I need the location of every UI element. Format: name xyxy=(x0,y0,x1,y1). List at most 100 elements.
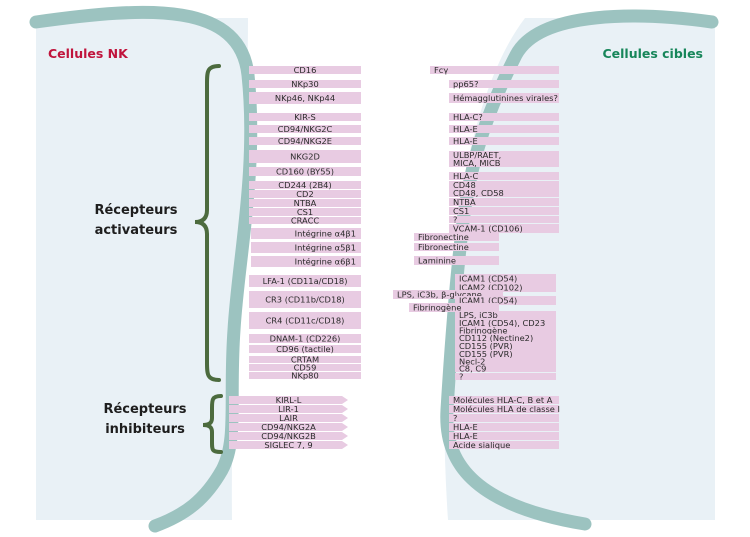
inhibitory-ligand-bar: Acide sialique xyxy=(449,440,559,450)
receptor-bar: CRTAM xyxy=(249,355,361,365)
ligand-bar-label: CD112 (Nectine2) xyxy=(459,333,533,343)
inhibitory-ligand-bar-shape xyxy=(449,414,559,422)
inhibitory-ligand-bar-shape xyxy=(449,432,559,440)
ligand-bar-label: ICAM2 (CD102) xyxy=(459,283,522,293)
ligand-bar-shape xyxy=(455,350,556,358)
ligand-bar-label: HLA-C xyxy=(453,171,479,181)
ligand-bar: ICAM1 (CD54) xyxy=(455,296,556,306)
receptor-bar-label: DNAM-1 (CD226) xyxy=(270,334,341,344)
receptor-bar-shape xyxy=(249,372,361,379)
receptor-bar: CD16 xyxy=(249,65,361,75)
inhibitory-ligand-bar: HLA-E xyxy=(449,431,559,441)
ligand-bar-shape xyxy=(449,198,559,206)
receptor-bar-shape xyxy=(249,312,361,329)
receptor-bar-shape xyxy=(249,208,361,216)
ligand-bar: HLA-E xyxy=(449,136,559,146)
ligand-bar-label: Fibronectine xyxy=(418,232,469,242)
ligand-bar: CD155 (PVR) xyxy=(455,349,556,359)
inhibitory-receptor-bar-shape xyxy=(229,441,348,449)
ligand-bar-shape xyxy=(449,151,559,159)
ligand-bar-label: MICA, MICB xyxy=(453,158,501,168)
ligand-bar: Fibronectine xyxy=(414,232,499,242)
ligand-bar: CS1 xyxy=(449,206,559,216)
receptor-bar: CD2 xyxy=(249,189,361,199)
receptor-bar-label: NKp80 xyxy=(291,371,318,381)
ligand-bar-label: CD48 xyxy=(453,180,476,190)
receptor-bar-label: CD16 xyxy=(294,65,317,75)
receptor-bar-label: Intégrine α4β1 xyxy=(295,229,356,239)
inhibitory-ligand-bar-label: HLA-E xyxy=(453,422,478,432)
ligand-bar-shape xyxy=(455,283,556,292)
inhibitory-receptor-bar-shape xyxy=(229,423,348,431)
receptor-bar: Intégrine α6β1 xyxy=(251,256,361,267)
ligand-bar-label: Fibrinogène xyxy=(459,326,508,336)
ligand-bar-shape xyxy=(455,274,556,283)
inhibitory-receptor-bar-shape xyxy=(229,432,348,440)
inhibitory-ligand-bar-shape xyxy=(449,405,559,413)
ligand-bar-label: pp65? xyxy=(453,79,479,89)
receptor-bar: NKp30 xyxy=(249,79,361,89)
inhibitory-receptor-bar: LAIR xyxy=(229,413,348,423)
receptor-bar-label: CD160 (BY55) xyxy=(276,167,334,177)
ligand-bar-label: LPS, iC3b, β-glycane xyxy=(397,290,482,300)
ligand-bar: HLA-C? xyxy=(449,112,559,122)
receptor-bar-label: CD96 (tactile) xyxy=(276,344,334,354)
ligand-bar-shape xyxy=(455,334,556,342)
ligand-bar-shape xyxy=(449,181,559,189)
ligand-bar-label: HLA-E xyxy=(453,136,478,146)
receptor-bar-label: NKp46, NKp44 xyxy=(275,93,335,103)
ligand-bar-label: Necl-2 xyxy=(459,357,485,367)
ligand-bar: CD155 (PVR) xyxy=(455,341,556,351)
receptor-bar-label: CD244 (2B4) xyxy=(278,180,331,190)
receptor-bar-label: CS1 xyxy=(297,207,313,217)
ligand-bar-label: ICAM1 (CD54) xyxy=(459,296,517,306)
receptor-bar-label: NKp30 xyxy=(291,79,318,89)
ligand-bar-shape xyxy=(409,303,499,312)
receptor-bar: CR4 (CD11c/CD18) xyxy=(249,312,361,329)
inhibitory-receptor-bar: SIGLEC 7, 9 xyxy=(229,440,348,450)
ligand-bar-label: C8, C9 xyxy=(459,364,486,374)
receptor-bar-shape xyxy=(249,66,361,74)
receptor-bar-label: NKG2D xyxy=(290,152,320,162)
ligand-bar-label: ICAM1 (CD54) xyxy=(459,274,517,284)
ligand-bar-shape xyxy=(449,113,559,121)
receptor-bar-shape xyxy=(249,181,361,189)
receptor-bar: CD244 (2B4) xyxy=(249,180,361,190)
inhibitory-ligand-bar-label: Acide sialique xyxy=(453,440,510,450)
receptor-bar-shape xyxy=(249,167,361,176)
ligand-bar-label: Laminine xyxy=(418,256,456,266)
receptor-bar: CD96 (tactile) xyxy=(249,344,361,354)
receptor-bar-label: KIR-S xyxy=(294,112,316,122)
receptor-bar-shape xyxy=(249,364,361,371)
inhibitory-ligand-bar-shape xyxy=(449,441,559,449)
inhibitory-ligand-bar: ? xyxy=(449,413,559,423)
ligand-bar-label: Fibronectine xyxy=(418,242,469,252)
ligand-bar-shape xyxy=(449,207,559,215)
inhibitory-ligand-bar-label: Molécules HLA de classe I xyxy=(453,404,560,414)
receptor-bar: Intégrine α4β1 xyxy=(251,228,361,239)
ligand-bar: NTBA xyxy=(449,197,559,207)
ligand-bar-label: CD155 (PVR) xyxy=(459,341,513,351)
ligand-bar-shape xyxy=(449,93,559,103)
ligand-bar-label: Fibrinogène xyxy=(413,303,462,313)
ligand-bar-shape xyxy=(449,224,559,233)
ligand-bar-shape xyxy=(449,137,559,145)
ligand-bar: Hémagglutinines virales? xyxy=(449,93,559,103)
ligand-bar-shape xyxy=(449,125,559,133)
ligand-bar: Laminine xyxy=(414,256,499,266)
activating-receptors-label-line1: Récepteurs xyxy=(94,203,177,218)
ligand-bar-shape xyxy=(455,373,556,380)
receptor-bar: CRACC xyxy=(249,216,361,226)
ligand-bar: HLA-E xyxy=(449,124,559,134)
receptor-bar-label: CD2 xyxy=(296,189,313,199)
ligand-bar-shape xyxy=(449,159,559,167)
ligand-bar-label: NTBA xyxy=(453,197,476,207)
receptor-bar-shape xyxy=(249,125,361,133)
ligand-bar: ? xyxy=(449,215,559,225)
inhibitory-receptor-bar-label: LIR-1 xyxy=(278,404,299,414)
ligand-bar-shape xyxy=(449,80,559,88)
ligand-bar: pp65? xyxy=(449,79,559,89)
receptor-bar-shape xyxy=(249,334,361,343)
ligand-bar-shape xyxy=(455,319,556,327)
